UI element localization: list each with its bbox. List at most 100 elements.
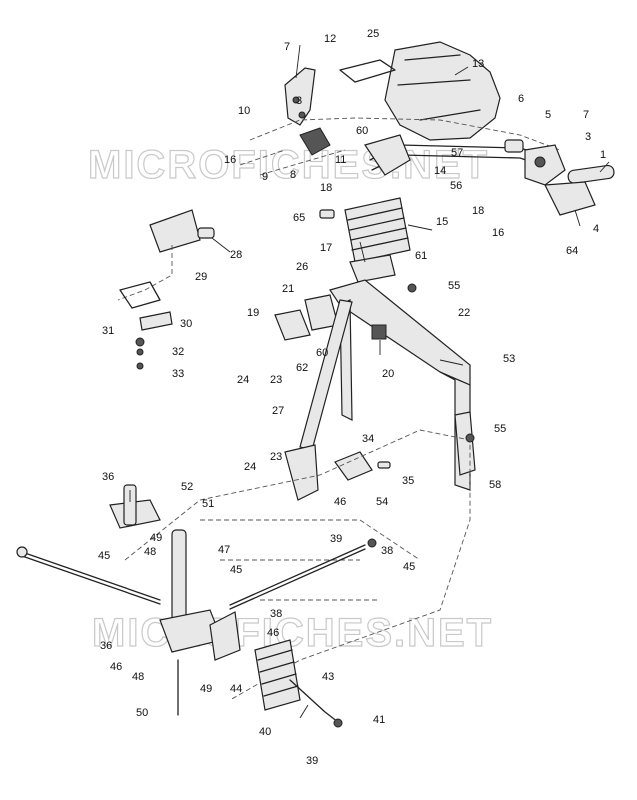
- callout-7-right: 7: [583, 109, 589, 121]
- callout-46-upper: 46: [334, 496, 346, 508]
- seat-cushion: [339, 41, 501, 141]
- callout-55-upper: 55: [448, 280, 460, 292]
- collar-6: [504, 139, 524, 153]
- mount-17: [349, 254, 396, 283]
- callout-33: 33: [172, 368, 184, 380]
- callout-57: 57: [451, 147, 463, 159]
- callout-39-lower: 39: [306, 755, 318, 767]
- linkage-29: [117, 245, 173, 309]
- callout-39-upper: 39: [330, 533, 342, 545]
- clip-38: [367, 538, 377, 548]
- steering-shaft-upper: [364, 134, 561, 176]
- callout-8: 8: [290, 169, 296, 181]
- callout-21: 21: [282, 283, 294, 295]
- bracket-4: [544, 181, 596, 216]
- callout-53: 53: [503, 353, 515, 365]
- callout-23-upper: 23: [270, 374, 282, 386]
- callout-25: 25: [367, 28, 379, 40]
- callout-32: 32: [172, 346, 184, 358]
- handle-grip-1: [567, 164, 615, 184]
- rod-left: [16, 546, 161, 605]
- callout-48-upper: 48: [144, 546, 156, 558]
- callout-45-middle: 45: [230, 564, 242, 576]
- callout-45-left: 45: [98, 550, 110, 562]
- pin-65: [319, 209, 335, 219]
- callout-10: 10: [238, 105, 250, 117]
- clip-32: [136, 348, 144, 356]
- callout-38-lower: 38: [270, 608, 282, 620]
- callout-30: 30: [180, 318, 192, 330]
- callout-35: 35: [402, 475, 414, 487]
- strap-58: [454, 411, 476, 476]
- watermark-top: MICROFICHES.NET: [88, 143, 489, 187]
- callout-5: 5: [545, 109, 551, 121]
- callout-44: 44: [230, 683, 242, 695]
- callout-20: 20: [382, 368, 394, 380]
- callout-22: 22: [458, 307, 470, 319]
- boot-43: [254, 639, 301, 711]
- lever-30: [139, 311, 173, 331]
- watermark-bottom: MICROFICHES.NET: [92, 611, 493, 655]
- callout-48-lower: 48: [132, 671, 144, 683]
- callout-40: 40: [259, 726, 271, 738]
- callout-54: 54: [376, 496, 388, 508]
- callout-65: 65: [293, 212, 305, 224]
- clamp-20: [371, 324, 387, 340]
- callout-26: 26: [296, 261, 308, 273]
- boot-15: [344, 197, 411, 263]
- shaft-40: [289, 679, 339, 723]
- pedestal-36: [159, 529, 223, 653]
- callout-16-right: 16: [492, 227, 504, 239]
- switch-28: [149, 209, 215, 253]
- callout-50: 50: [136, 707, 148, 719]
- callout-28: 28: [230, 249, 242, 261]
- callout-46-middle: 46: [267, 627, 279, 639]
- callout-18-right: 18: [472, 205, 484, 217]
- callout-52: 52: [181, 481, 193, 493]
- callout-17: 17: [320, 242, 332, 254]
- bracket-19-21: [274, 294, 339, 341]
- callout-1: 1: [600, 149, 606, 161]
- callout-24-upper: 24: [237, 374, 249, 386]
- callout-11: 11: [335, 154, 346, 166]
- callout-58: 58: [489, 479, 501, 491]
- callout-61: 61: [415, 250, 427, 262]
- screw-33: [136, 362, 144, 370]
- callout-15: 15: [436, 216, 448, 228]
- callout-56: 56: [450, 180, 462, 192]
- callout-64: 64: [566, 245, 578, 257]
- callout-49-upper: 49: [150, 532, 162, 544]
- callout-24-lower: 24: [244, 461, 256, 473]
- hinge-bracket: [284, 67, 316, 126]
- leader-lines: [129, 44, 610, 719]
- bracket-44: [209, 611, 241, 661]
- callout-9: 9: [262, 171, 268, 183]
- callout-60-upper: 60: [356, 125, 368, 137]
- callout-16-left: 16: [224, 154, 236, 166]
- callout-51: 51: [202, 498, 214, 510]
- column-mount-23: [284, 444, 319, 501]
- chassis-outline: [124, 429, 471, 701]
- callout-12: 12: [324, 33, 336, 45]
- callout-36-bottom: 36: [100, 640, 112, 652]
- callout-47: 47: [218, 544, 230, 556]
- dash-panel-frame: [239, 117, 561, 176]
- bracket-36-top: [109, 484, 161, 529]
- callout-46-lower: 46: [110, 661, 122, 673]
- callout-62: 62: [296, 362, 308, 374]
- callout-18-left: 18: [320, 182, 332, 194]
- end-41: [333, 718, 343, 728]
- callout-36-top: 36: [102, 471, 114, 483]
- plate-34: [334, 451, 391, 481]
- pivot-block-3: [524, 144, 566, 186]
- callout-43: 43: [322, 671, 334, 683]
- callout-60-lower: 60: [316, 347, 328, 359]
- callout-29: 29: [195, 271, 207, 283]
- callout-7-top: 7: [284, 41, 290, 53]
- callout-38-upper: 38: [381, 545, 393, 557]
- callout-27: 27: [272, 405, 284, 417]
- callout-49-lower: 49: [200, 683, 212, 695]
- callout-34: 34: [362, 433, 374, 445]
